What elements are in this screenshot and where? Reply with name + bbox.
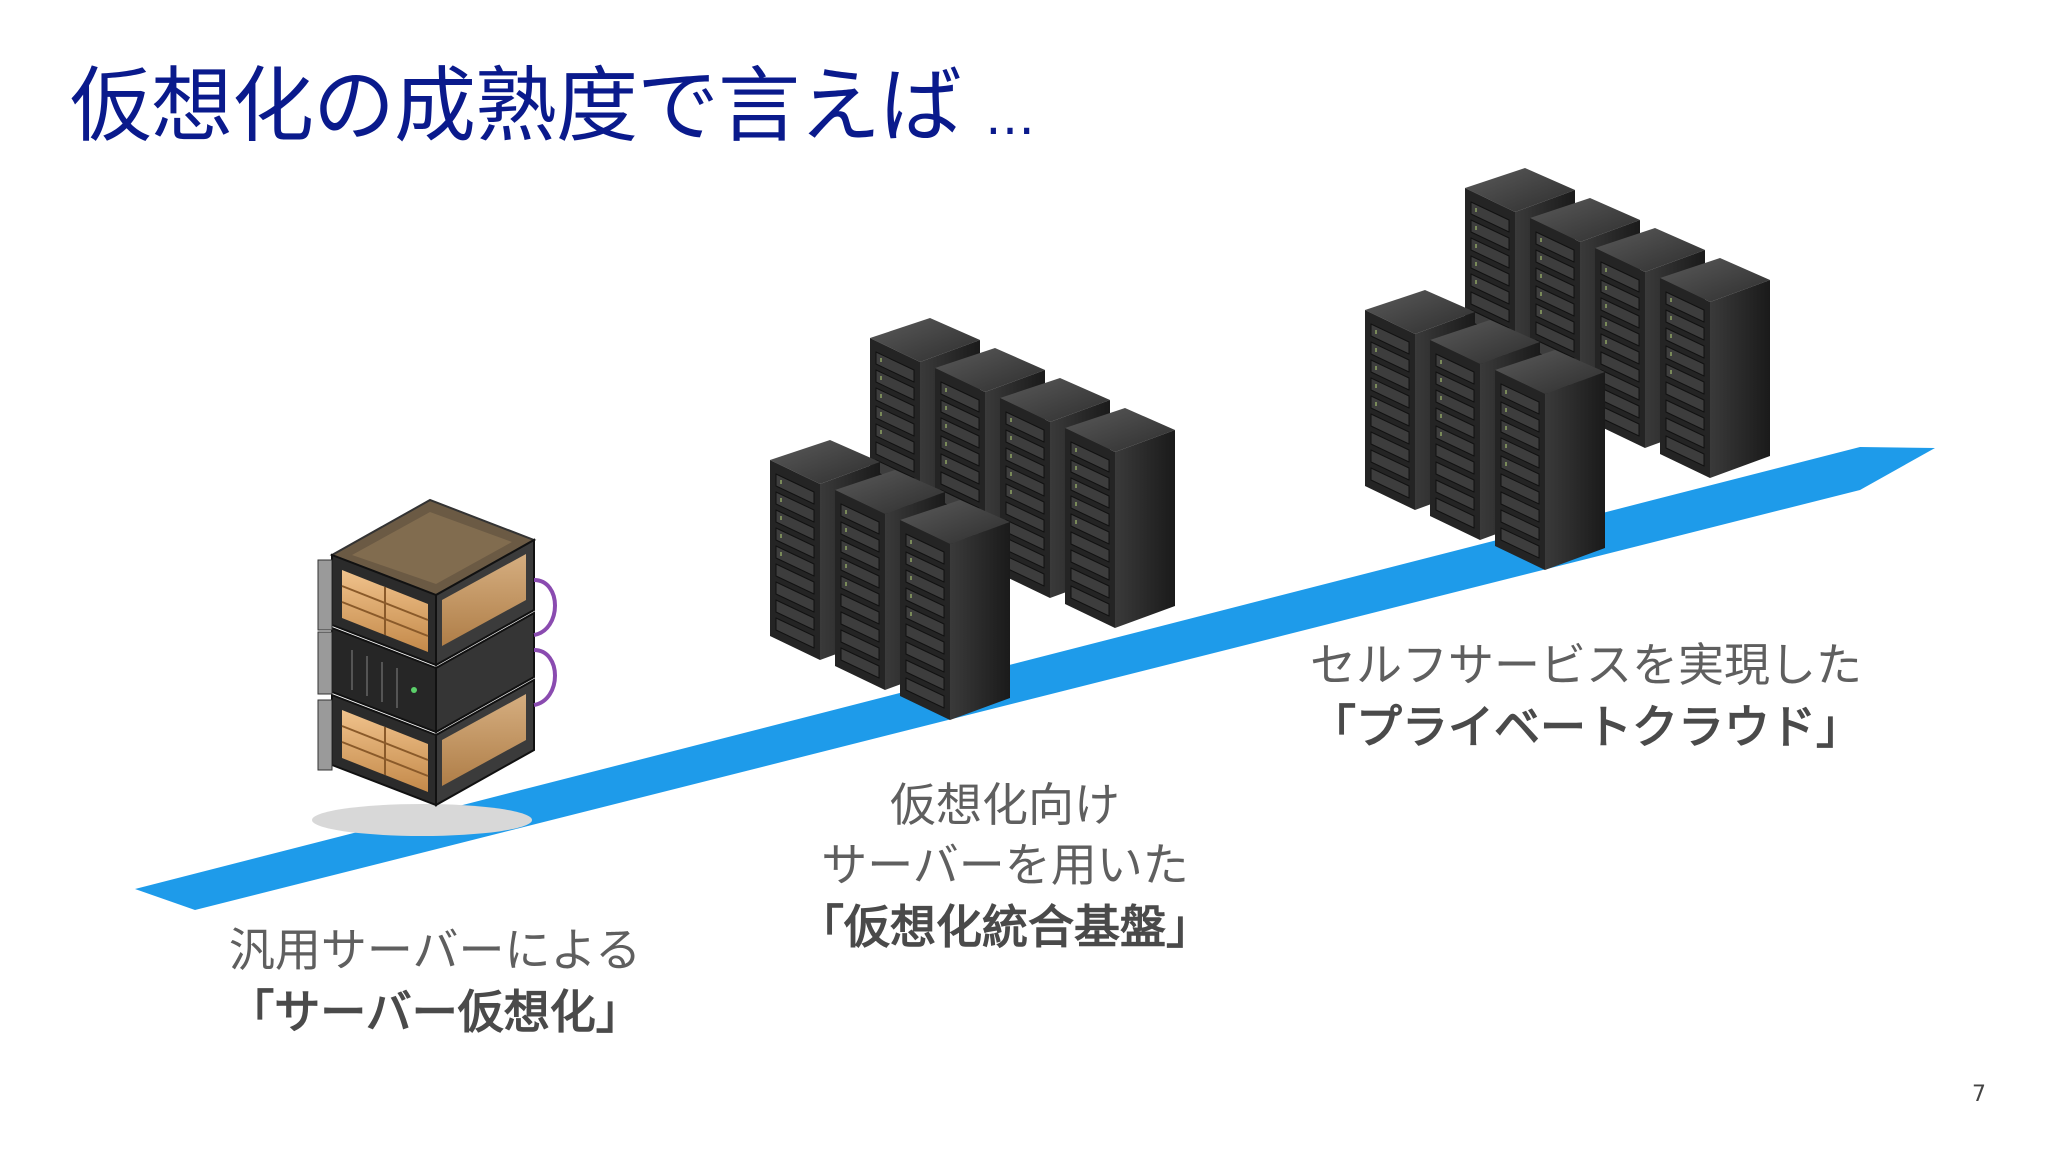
title-text: 仮想化の成熟度で言えば	[70, 59, 962, 154]
stage-2-line2: サーバーを用いた	[821, 838, 1189, 892]
maturity-road	[135, 447, 1935, 910]
stage-1-line1: 汎用サーバーによる	[228, 923, 642, 977]
stage-1-emphasis: 「サーバー仮想化」	[228, 985, 642, 1039]
stage-2-caption: 仮想化向け サーバーを用いた 「仮想化統合基盤」	[780, 775, 1230, 959]
stage-3-emphasis: 「プライベートクラウド」	[1310, 700, 1862, 754]
page-number: 7	[1972, 1082, 1986, 1107]
rack-server-stack-icon	[312, 498, 557, 836]
stage-2-line1: 仮想化向け	[890, 778, 1120, 832]
title-ellipsis: …	[985, 88, 1038, 146]
page-title: 仮想化の成熟度で言えば …	[70, 59, 1038, 154]
stage-3-caption: セルフサービスを実現した 「プライベートクラウド」	[1310, 635, 1862, 759]
stage-2-emphasis: 「仮想化統合基盤」	[798, 900, 1212, 954]
stage-3-line1: セルフサービスを実現した	[1310, 638, 1862, 692]
stage-1-caption: 汎用サーバーによる 「サーバー仮想化」	[225, 920, 645, 1044]
